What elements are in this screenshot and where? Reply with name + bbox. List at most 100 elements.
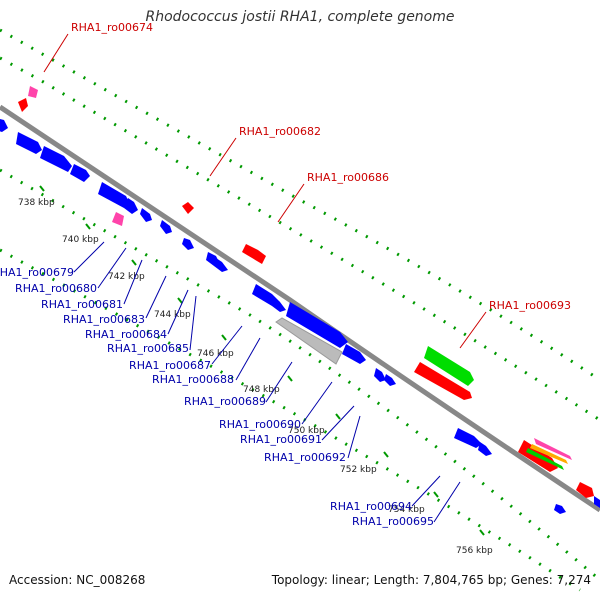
scale-tick-label: 738 kbp	[18, 198, 55, 208]
gene-label-reverse[interactable]: RHA1_ro00692	[264, 451, 346, 464]
gene-reverse[interactable]	[98, 182, 130, 208]
gene-reverse[interactable]	[554, 504, 566, 514]
gene-rna[interactable]	[112, 212, 124, 226]
gene-forward[interactable]	[414, 362, 472, 400]
map-title: Rhodococcus jostii RHA1, complete genome	[145, 9, 455, 25]
scale-tick-label: 756 kbp	[456, 546, 493, 556]
scale-tick-mark	[85, 223, 91, 230]
gene-label-reverse[interactable]: RHA1_ro00690	[219, 418, 301, 431]
gene-label-forward[interactable]: RHA1_ro00686	[307, 171, 389, 184]
gene-label-reverse[interactable]: RHA1_ro00683	[63, 313, 145, 326]
connector-reverse	[123, 259, 143, 305]
connector-reverse	[301, 381, 333, 425]
reverse-labels: RHA1_ro00679 RHA1_ro00680 RHA1_ro00681 R…	[0, 266, 434, 528]
feature-multicolor[interactable]	[530, 444, 568, 464]
forward-genes	[18, 86, 594, 498]
scale-tick-mark	[39, 185, 45, 192]
scale-tick-mark	[479, 529, 485, 536]
outer-reverse-guide	[0, 168, 600, 582]
connector-reverse	[411, 475, 441, 507]
feature-multicolor[interactable]	[526, 448, 564, 470]
scale-tick-label: 754 kbp	[388, 505, 425, 515]
gene-reverse[interactable]	[454, 428, 482, 448]
gene-label-reverse[interactable]: RHA1_ro00689	[184, 395, 266, 408]
label-connectors	[43, 33, 487, 523]
gene-reverse[interactable]	[342, 344, 366, 364]
scale-tick-label: 750 kbp	[288, 426, 325, 436]
topology-label: Topology:	[271, 573, 328, 587]
length-value: 7,804,765 bp	[422, 573, 503, 587]
scale-tick-mark	[433, 491, 439, 498]
gene-label-reverse[interactable]: RHA1_ro00679	[0, 266, 74, 279]
gene-label-reverse[interactable]: RHA1_ro00691	[240, 433, 322, 446]
scale-tick-label: 748 kbp	[243, 385, 280, 395]
gene-reverse[interactable]	[70, 164, 90, 182]
gene-label-reverse[interactable]: RHA1_ro00694	[330, 500, 412, 513]
connector-reverse	[211, 325, 243, 365]
gene-label-reverse[interactable]: RHA1_ro00681	[41, 298, 123, 311]
scale-tick-label: 744 kbp	[154, 310, 191, 320]
connector-forward	[277, 183, 305, 223]
connector-forward	[459, 311, 487, 349]
genes-label: Genes:	[510, 573, 553, 587]
scale-ticks: 738 kbp 740 kbp 742 kbp 744 kbp 746 kbp 748 k…	[18, 185, 493, 556]
gene-pseudo[interactable]	[275, 317, 343, 365]
scale-tick-mark	[221, 334, 227, 341]
connector-reverse	[145, 275, 167, 319]
gene-reverse[interactable]	[594, 496, 600, 508]
gene-label-forward[interactable]: RHA1_ro00693	[489, 299, 571, 312]
gene-reverse[interactable]	[478, 442, 492, 456]
connector-forward	[43, 33, 69, 73]
feature-other[interactable]	[424, 346, 474, 386]
connector-reverse	[167, 289, 189, 335]
gene-forward[interactable]	[182, 202, 194, 214]
gene-forward[interactable]	[576, 482, 594, 498]
scale-tick-mark	[383, 451, 389, 458]
gene-reverse[interactable]	[374, 368, 386, 382]
gene-label-reverse[interactable]: RHA1_ro00685	[107, 342, 189, 355]
scale-tick-label: 746 kbp	[197, 349, 234, 359]
gene-rna[interactable]	[28, 86, 38, 98]
feature-multicolor[interactable]	[534, 438, 572, 460]
connector-reverse	[433, 481, 461, 523]
gene-label-forward[interactable]: RHA1_ro00682	[239, 125, 321, 138]
connector-reverse	[73, 241, 105, 273]
gene-reverse[interactable]	[214, 258, 228, 272]
gene-label-reverse[interactable]: RHA1_ro00695	[352, 515, 434, 528]
connector-reverse	[97, 247, 127, 289]
gene-reverse[interactable]	[182, 238, 194, 250]
connector-reverse	[265, 361, 293, 403]
gene-reverse[interactable]	[124, 198, 138, 214]
gene-forward[interactable]	[242, 244, 266, 264]
gene-reverse[interactable]	[40, 146, 72, 172]
gene-label-forward[interactable]: RHA1_ro00674	[71, 21, 153, 34]
scale-guide	[0, 248, 581, 592]
scale-tick-label: 740 kbp	[62, 235, 99, 245]
gene-reverse[interactable]	[0, 118, 8, 132]
gene-reverse[interactable]	[384, 374, 396, 386]
gene-reverse[interactable]	[252, 284, 280, 306]
gene-reverse[interactable]	[286, 302, 348, 348]
gene-label-reverse[interactable]: RHA1_ro00684	[85, 328, 167, 341]
genes-value: 7,274	[556, 573, 591, 587]
gene-reverse[interactable]	[272, 298, 286, 312]
scale-tick-mark	[177, 297, 183, 304]
gene-label-reverse[interactable]: RHA1_ro00687	[129, 359, 211, 372]
gene-reverse[interactable]	[140, 208, 152, 222]
gene-reverse[interactable]	[16, 132, 42, 154]
gene-label-reverse[interactable]: RHA1_ro00680	[15, 282, 97, 295]
length-label: Length:	[373, 573, 420, 587]
topology-value: linear	[331, 573, 366, 587]
gene-forward[interactable]	[18, 98, 28, 112]
gene-label-reverse[interactable]: RHA1_ro00688	[152, 373, 234, 386]
scale-tick-label: 742 kbp	[108, 272, 145, 282]
connector-forward	[209, 137, 237, 177]
forward-labels: RHA1_ro00674 RHA1_ro00682 RHA1_ro00686 R…	[71, 21, 571, 312]
accession-value: NC_008268	[76, 573, 146, 587]
scale-tick-mark	[131, 259, 137, 266]
gene-reverse[interactable]	[160, 220, 172, 234]
scale-tick-mark	[287, 375, 293, 382]
connector-reverse	[321, 405, 355, 441]
scale-tick-label: 752 kbp	[340, 465, 377, 475]
